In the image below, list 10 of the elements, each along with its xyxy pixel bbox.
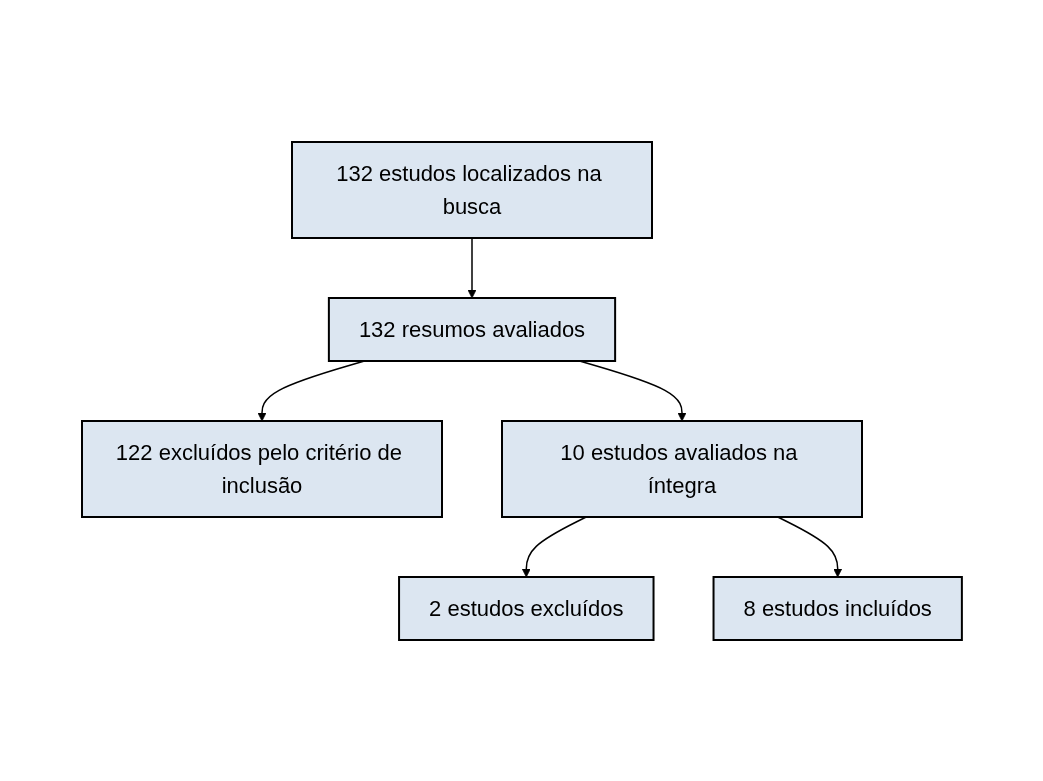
node-box: 132 estudos localizados na busca	[290, 140, 653, 239]
arrow	[257, 359, 365, 421]
arrow	[776, 515, 842, 577]
node-box: 122 excluídos pelo critério de inclusão	[80, 419, 443, 518]
node-box: 132 resumos avaliados	[327, 296, 616, 362]
node-box: 8 estudos incluídos	[712, 575, 963, 641]
node-box: 2 estudos excluídos	[397, 575, 655, 641]
arrow	[467, 236, 476, 298]
node-box: 10 estudos avaliados na íntegra	[500, 419, 863, 518]
arrow	[521, 515, 587, 577]
